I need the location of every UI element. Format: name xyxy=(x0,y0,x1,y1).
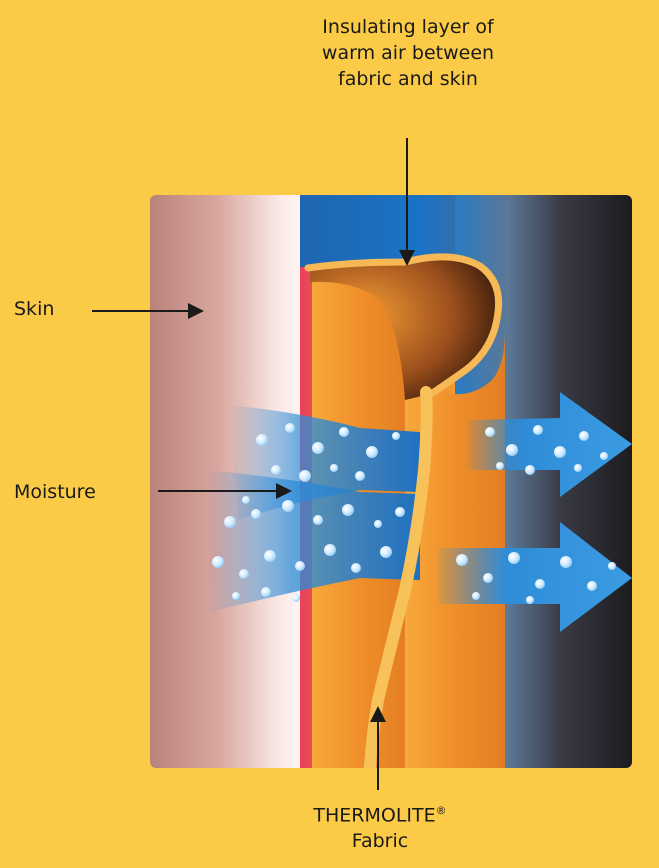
cross-section-panel xyxy=(150,195,632,768)
moisture-label: Moisture xyxy=(14,479,96,505)
insulating-layer-label: Insulating layer of warm air between fab… xyxy=(248,14,568,92)
insulating-label-line2: warm air between xyxy=(248,40,568,66)
insulating-label-line3: fabric and skin xyxy=(248,66,568,92)
thermolite-label-line2: Fabric xyxy=(230,828,530,854)
thermolite-brand: THERMOLITE xyxy=(313,804,435,826)
thermolite-label-line1: THERMOLITE® xyxy=(230,798,530,828)
thermolite-fabric-label: THERMOLITE® Fabric xyxy=(230,798,530,854)
insulating-label-line1: Insulating layer of xyxy=(248,14,568,40)
registered-mark: ® xyxy=(436,804,447,817)
skin-label: Skin xyxy=(14,296,54,322)
